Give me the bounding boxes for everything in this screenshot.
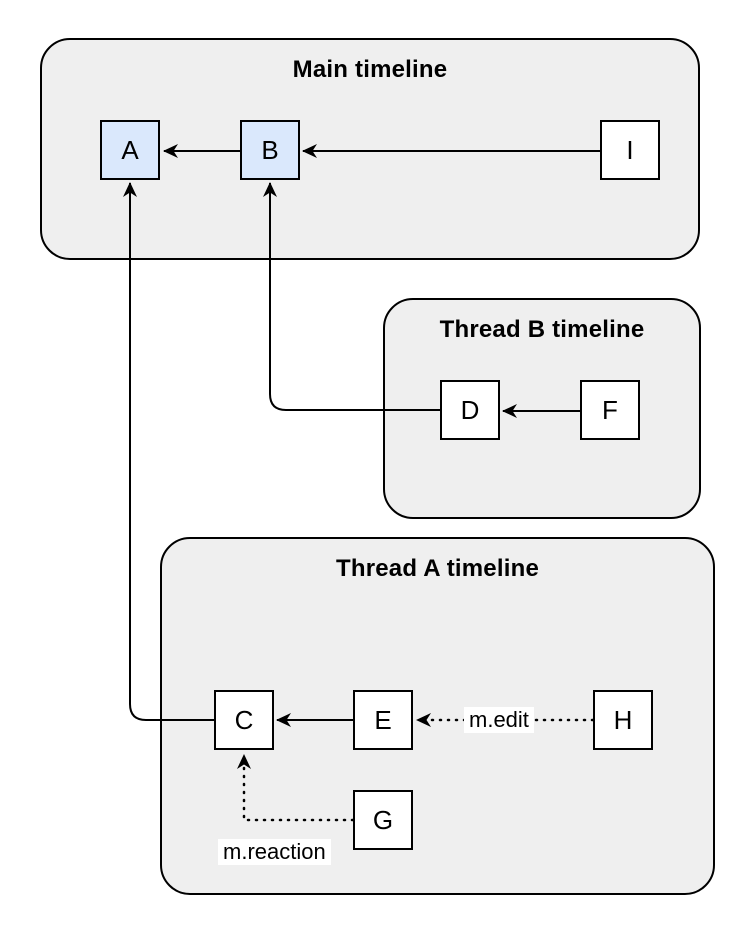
- node-event-a: A: [100, 120, 160, 180]
- edge-label-m-edit: m.edit: [464, 707, 534, 733]
- edge-g-to-c-m-reaction: [237, 753, 355, 822]
- node-event-h: H: [593, 690, 653, 750]
- node-event-f: F: [580, 380, 640, 440]
- edge-d-to-b: [263, 182, 440, 411]
- node-label: D: [460, 394, 480, 425]
- node-label: G: [372, 804, 394, 835]
- container-title: Thread A timeline: [336, 555, 539, 582]
- edge-c-to-a: [123, 182, 214, 721]
- node-label: A: [121, 134, 139, 165]
- node-event-c: C: [214, 690, 274, 750]
- node-event-b: B: [240, 120, 300, 180]
- node-event-g: G: [353, 790, 413, 850]
- container-title: Main timeline: [292, 56, 448, 83]
- node-event-d: D: [440, 380, 500, 440]
- container-title: Thread B timeline: [439, 316, 645, 343]
- node-label: I: [626, 134, 634, 165]
- container-thread-b-timeline: Thread B timeline: [383, 298, 701, 519]
- node-label: C: [234, 704, 254, 735]
- node-label: E: [374, 704, 392, 735]
- node-event-e: E: [353, 690, 413, 750]
- node-label: F: [602, 394, 618, 425]
- node-label: B: [261, 134, 279, 165]
- node-event-i: I: [600, 120, 660, 180]
- edge-label-m-reaction: m.reaction: [218, 839, 331, 865]
- node-label: H: [613, 704, 633, 735]
